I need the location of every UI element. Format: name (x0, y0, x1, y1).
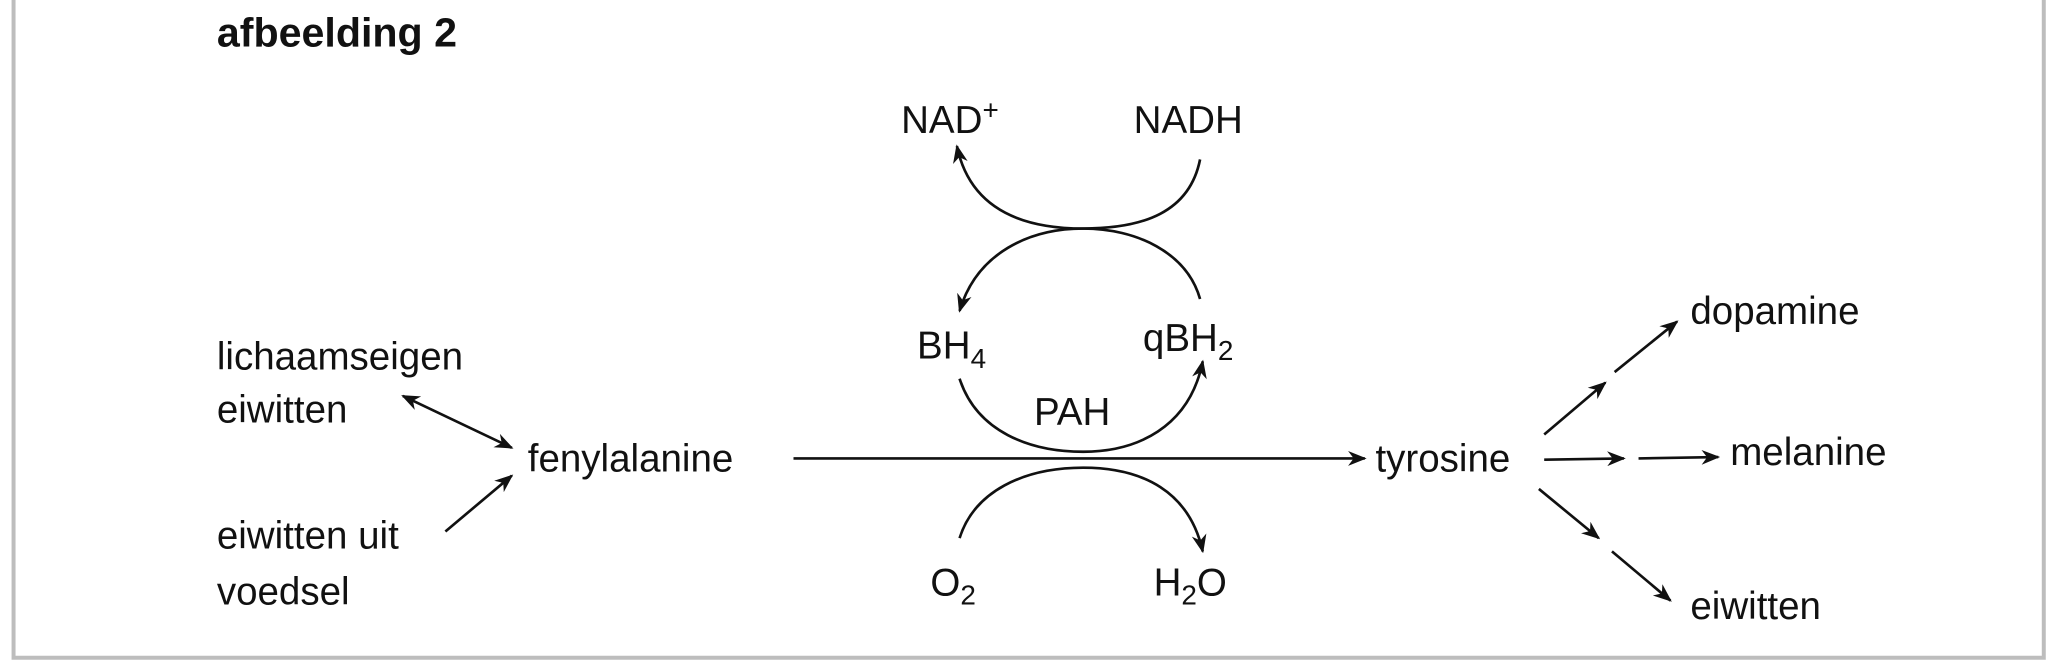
arrow-lichaamseigen-exchange (401, 394, 514, 449)
label-dopamine: dopamine (1690, 290, 1859, 333)
label-nad-plus: NAD+ (901, 95, 999, 142)
label-voedsel-2: voedsel (217, 571, 350, 614)
label-qbh2: qBH2 (1143, 317, 1233, 366)
label-melanine: melanine (1730, 431, 1886, 474)
label-tyrosine: tyrosine (1375, 438, 1510, 481)
label-nadh: NADH (1134, 99, 1243, 142)
arc-bh4-to-qbh2 (958, 359, 1207, 454)
label-h2o: H2O (1154, 561, 1227, 610)
figure-title: afbeelding 2 (217, 10, 457, 56)
arrow-tyrosine-dopamine-1 (1543, 381, 1607, 436)
arrow-tyrosine-dopamine-2 (1613, 320, 1679, 374)
label-o2: O2 (930, 561, 975, 610)
arc-nadh-to-nad (953, 144, 1202, 230)
arc-o2-to-h2o (958, 466, 1207, 554)
arc-qbh2-to-bh4 (957, 227, 1202, 313)
arrow-tyrosine-melanine-2 (1638, 449, 1721, 465)
label-pah-enzyme: PAH (1034, 391, 1110, 434)
arrow-tyrosine-eiwitten-1 (1538, 487, 1601, 540)
label-lichaamseigen-2: eiwitten (217, 389, 348, 432)
label-eiwitten: eiwitten (1690, 585, 1821, 628)
label-bh4: BH4 (917, 325, 986, 374)
label-voedsel-1: eiwitten uit (217, 515, 399, 558)
frame-border (11, 0, 2046, 660)
label-lichaamseigen-1: lichaamseigen (217, 335, 463, 378)
arrow-tyrosine-melanine-1 (1544, 451, 1626, 467)
arrow-tyrosine-eiwitten-2 (1611, 550, 1672, 602)
arrow-voedsel-to-fenylalanine (444, 474, 514, 533)
label-fenylalanine: fenylalanine (528, 438, 734, 481)
